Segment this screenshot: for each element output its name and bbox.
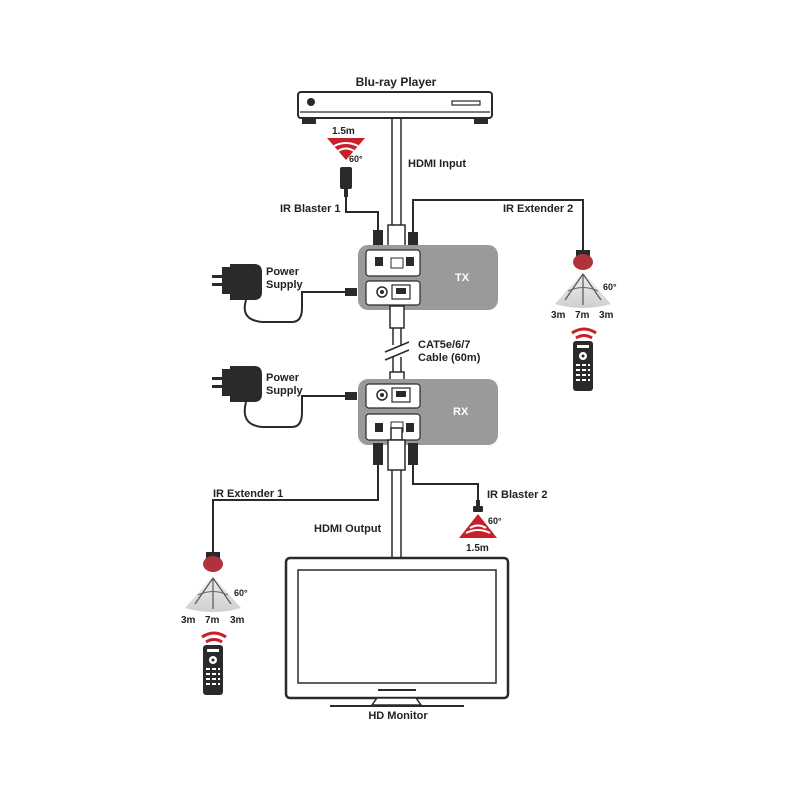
ir-blaster-1-distance: 1.5m (332, 126, 355, 137)
ir-blaster-1-angle: 60° (349, 154, 363, 164)
ir-blaster-1-plug (373, 230, 383, 248)
monitor-screen (297, 569, 497, 684)
hdmi-input-label: HDMI Input (408, 158, 466, 170)
bluray-player-label: Blu-ray Player (356, 75, 437, 89)
tx-power-label-line1: Power (266, 266, 300, 278)
hd-monitor-label: HD Monitor (368, 710, 428, 722)
cable-label-line2: Cable (60m) (418, 352, 481, 364)
cable-label-line1: CAT5e/6/7 (418, 339, 470, 351)
remote-control-2-icon (573, 341, 593, 391)
tx-power-label-line2: Supply (266, 279, 304, 291)
power-button-icon (307, 98, 315, 106)
tx-power-plug (345, 288, 357, 296)
ir-extender-2-range-center: 7m (575, 310, 590, 321)
hd-monitor (284, 556, 510, 707)
ir-extender-2-receiver-icon (573, 250, 593, 270)
bluray-player (297, 91, 493, 124)
ir-extender-1-plug (373, 443, 383, 465)
ir-extender-2-angle: 60° (603, 282, 617, 292)
hdmi-output-cable (387, 427, 406, 558)
ir-extender-1-coverage-icon (185, 576, 241, 612)
ir-extender-1-receiver-icon (203, 552, 223, 572)
ir-blaster-1-label: IR Blaster 1 (280, 203, 341, 215)
tx-power-adapter-icon (212, 264, 262, 300)
ir-extender-1-range-right: 3m (230, 615, 245, 626)
ir-extender-1-signal-icon (201, 631, 227, 644)
tx-power-cable (243, 291, 345, 323)
tx-unit (358, 245, 498, 310)
ir-extender-1-label: IR Extender 1 (213, 488, 283, 500)
rx-label: RX (453, 406, 469, 418)
rx-power-adapter-icon (212, 366, 262, 402)
hdmi-input-cable (387, 118, 406, 262)
ir-extender-2-plug (408, 232, 418, 248)
remote-control-1-icon (203, 645, 223, 695)
rx-power-plug (345, 392, 357, 400)
ir-extender-1-range-center: 7m (205, 615, 220, 626)
rx-power-cable (243, 395, 345, 428)
ir-extender-2-label: IR Extender 2 (503, 203, 573, 215)
ir-extender-1-range-left: 3m (181, 615, 196, 626)
ir-blaster-2-icon (459, 500, 497, 538)
ir-extender-1-cable (212, 465, 379, 553)
ir-extender-2-cable (412, 199, 584, 252)
ir-blaster-2-angle: 60° (488, 516, 502, 526)
rx-power-label-line2: Supply (266, 385, 304, 397)
ir-blaster-2-label: IR Blaster 2 (487, 489, 548, 501)
ir-blaster-2-cable (412, 465, 479, 502)
disc-slot (451, 100, 481, 106)
ir-blaster-2-distance: 1.5m (466, 543, 489, 554)
ir-extender-2-coverage-icon (555, 272, 611, 308)
ir-blaster-1-cable (345, 197, 379, 230)
tx-label: TX (455, 272, 470, 284)
hdmi-output-label: HDMI Output (314, 523, 382, 535)
ir-blaster-2-plug (408, 443, 418, 465)
ir-blaster-1-icon (327, 138, 365, 197)
rx-power-label-line1: Power (266, 372, 300, 384)
ir-extender-2-range-right: 3m (599, 310, 614, 321)
ir-extender-2-signal-icon (571, 327, 597, 340)
rx-unit (358, 379, 498, 445)
ir-extender-1-angle: 60° (234, 588, 248, 598)
ir-extender-2-range-left: 3m (551, 310, 566, 321)
